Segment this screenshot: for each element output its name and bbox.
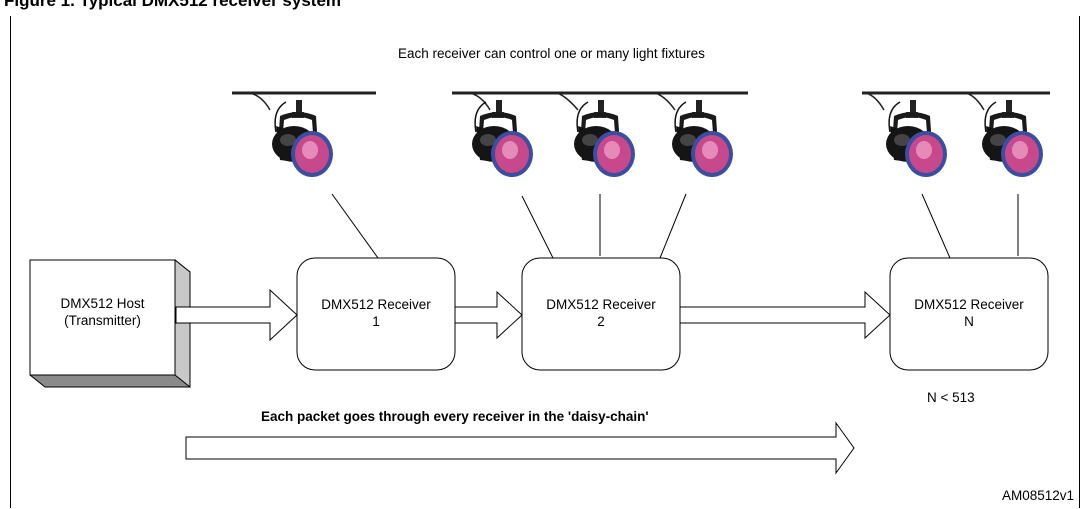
receiver-n-label: DMX512 Receiver N (890, 296, 1048, 330)
host-box (29, 258, 191, 389)
light-fixture-icon (271, 99, 334, 178)
receiver-2-label: DMX512 Receiver 2 (522, 296, 680, 330)
host-label-line2: (Transmitter) (64, 313, 141, 328)
receiver-2-line2: 2 (597, 314, 605, 329)
receiver-1-label: DMX512 Receiver 1 (297, 296, 455, 330)
host-label: DMX512 Host (Transmitter) (30, 295, 175, 329)
figure-title: Figure 1. Typical DMX512 receiver system (4, 0, 342, 10)
receiver-2-line1: DMX512 Receiver (546, 297, 656, 312)
daisy-chain-arrow (185, 421, 855, 475)
light-fixture-icon (981, 99, 1044, 178)
light-fixture-icon (471, 99, 534, 178)
figure-id: AM08512v1 (1001, 488, 1074, 503)
fixture-connectors (331, 193, 1019, 259)
receiver-n-box (889, 257, 1049, 371)
receiver-1-line1: DMX512 Receiver (321, 297, 431, 312)
daisy-chain-caption: Each packet goes through every receiver … (261, 409, 649, 424)
fixtures-caption: Each receiver can control one or many li… (398, 46, 705, 61)
light-fixture-icon (671, 99, 734, 178)
light-fixture-icon (573, 99, 636, 178)
signal-arrows (175, 288, 891, 342)
receiver-1-line2: 1 (372, 314, 380, 329)
host-label-line1: DMX512 Host (60, 296, 145, 311)
receiver-n-line2: N (964, 314, 974, 329)
receiver-limit-label: N < 513 (927, 390, 975, 405)
receiver-n-line1: DMX512 Receiver (914, 297, 1024, 312)
light-fixture-icon (885, 99, 948, 178)
